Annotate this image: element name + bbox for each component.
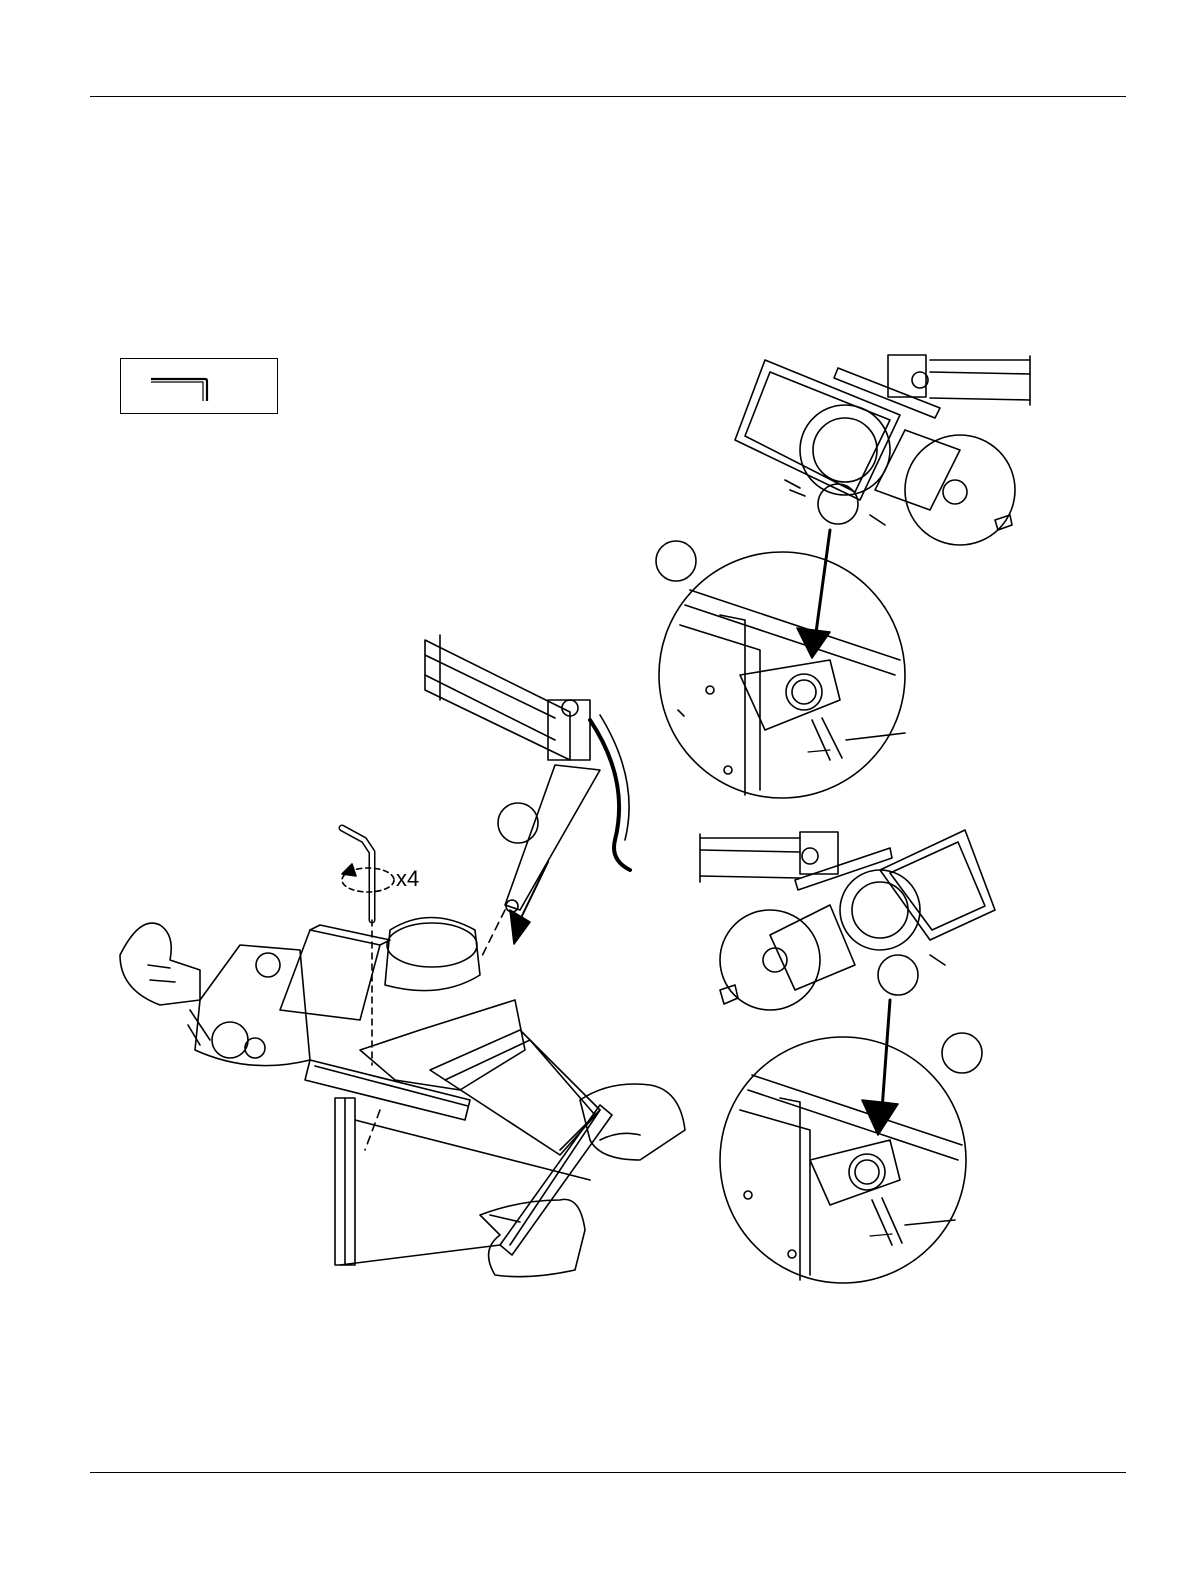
callout-circle — [942, 1033, 982, 1073]
overview-top — [735, 355, 1030, 545]
callout-circle — [656, 541, 696, 581]
hand-icon — [120, 923, 200, 1005]
footer-rule — [90, 1472, 1126, 1473]
push-arrow-icon — [510, 910, 530, 944]
main-assembly — [120, 635, 685, 1277]
detail-view-2 — [720, 1037, 966, 1283]
hand-icon — [580, 1084, 685, 1160]
overview-bottom — [700, 830, 995, 1010]
quantity-label: x4 — [396, 866, 419, 892]
rotate-arrow-icon — [342, 864, 356, 876]
down-arrow-icon — [797, 628, 830, 658]
callout-circle — [498, 803, 538, 843]
detail-view-1 — [659, 552, 905, 798]
